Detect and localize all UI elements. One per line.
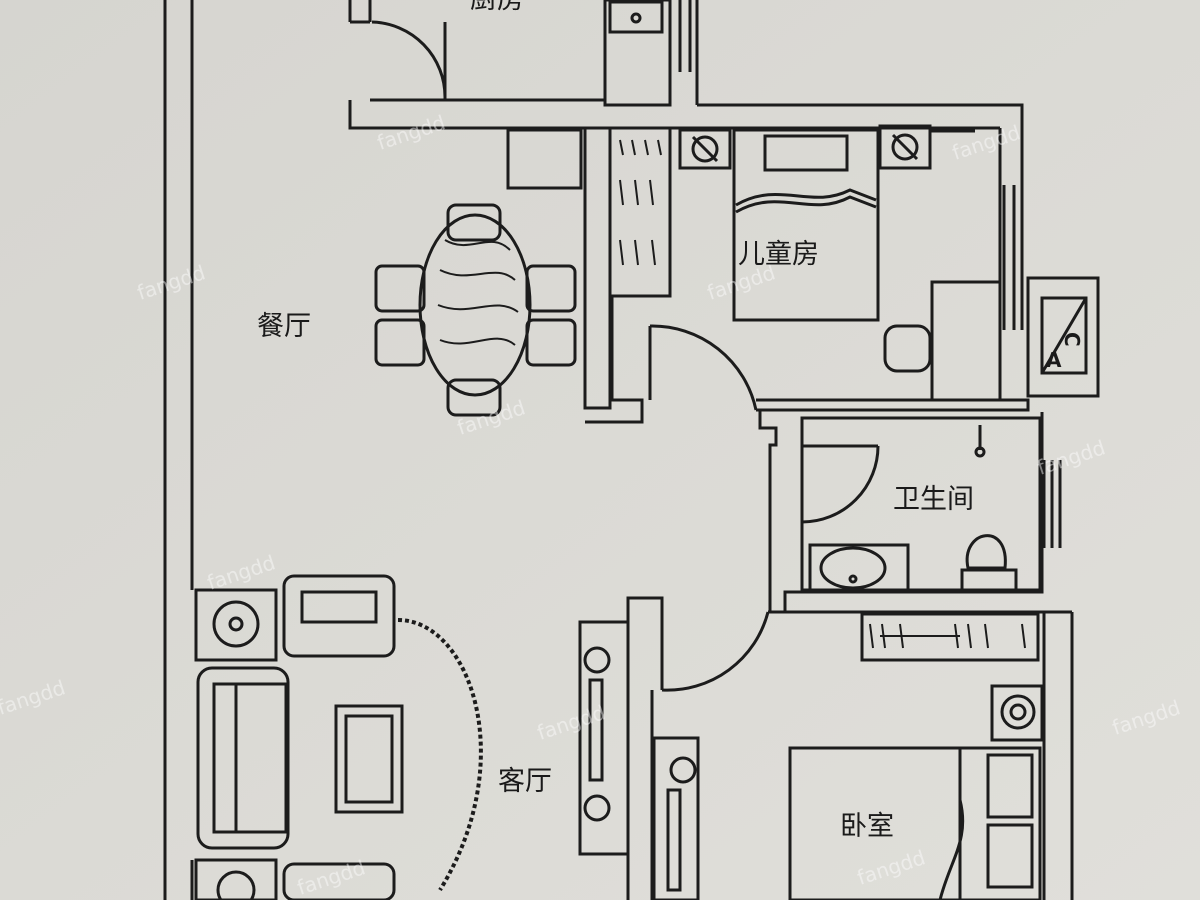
kids-room-bed: [732, 128, 880, 322]
bedroom-bed: [788, 746, 1042, 900]
room-label-bedroom: 卧室: [840, 811, 894, 842]
bedroom-door-swing: [661, 611, 770, 692]
bathroom-toilet: [960, 534, 1018, 592]
kids-room-door-swing: [649, 324, 758, 411]
wardrobe-dining: [583, 126, 672, 410]
kids-room-nightstands: [678, 124, 975, 170]
living-sofa-set: [194, 574, 483, 900]
bathroom-walls: [758, 410, 1062, 614]
ac-label-bottom: A: [1046, 348, 1062, 372]
ac-label-top: C: [1060, 332, 1084, 347]
bedroom-walls: [626, 596, 1074, 900]
bedroom-wardrobe: [860, 612, 1040, 662]
area-rug-curve: [397, 618, 483, 892]
side-cabinet: [506, 128, 583, 190]
kitchen-south-wall: [348, 98, 1024, 185]
bathroom-door-swing: [801, 445, 880, 524]
ac-unit: [1026, 276, 1100, 398]
room-label-living: 客厅: [498, 766, 552, 797]
kids-room-desk: [883, 280, 1000, 400]
kitchen-walls: [348, 0, 699, 107]
west-exterior-wall: [163, 0, 194, 900]
tv-cabinet: [578, 620, 700, 900]
bathroom-sink: [808, 543, 910, 593]
kitchen-sink: [608, 0, 664, 34]
room-label-kids-room: 儿童房: [738, 239, 819, 270]
room-label-bathroom: 卫生间: [893, 484, 974, 515]
room-label-kitchen: 厨房: [470, 0, 524, 15]
dining-table: [374, 203, 577, 417]
kids-room-walls: [585, 128, 1030, 424]
room-label-dining: 餐厅: [257, 311, 311, 342]
bedroom-nightstand: [990, 684, 1044, 742]
